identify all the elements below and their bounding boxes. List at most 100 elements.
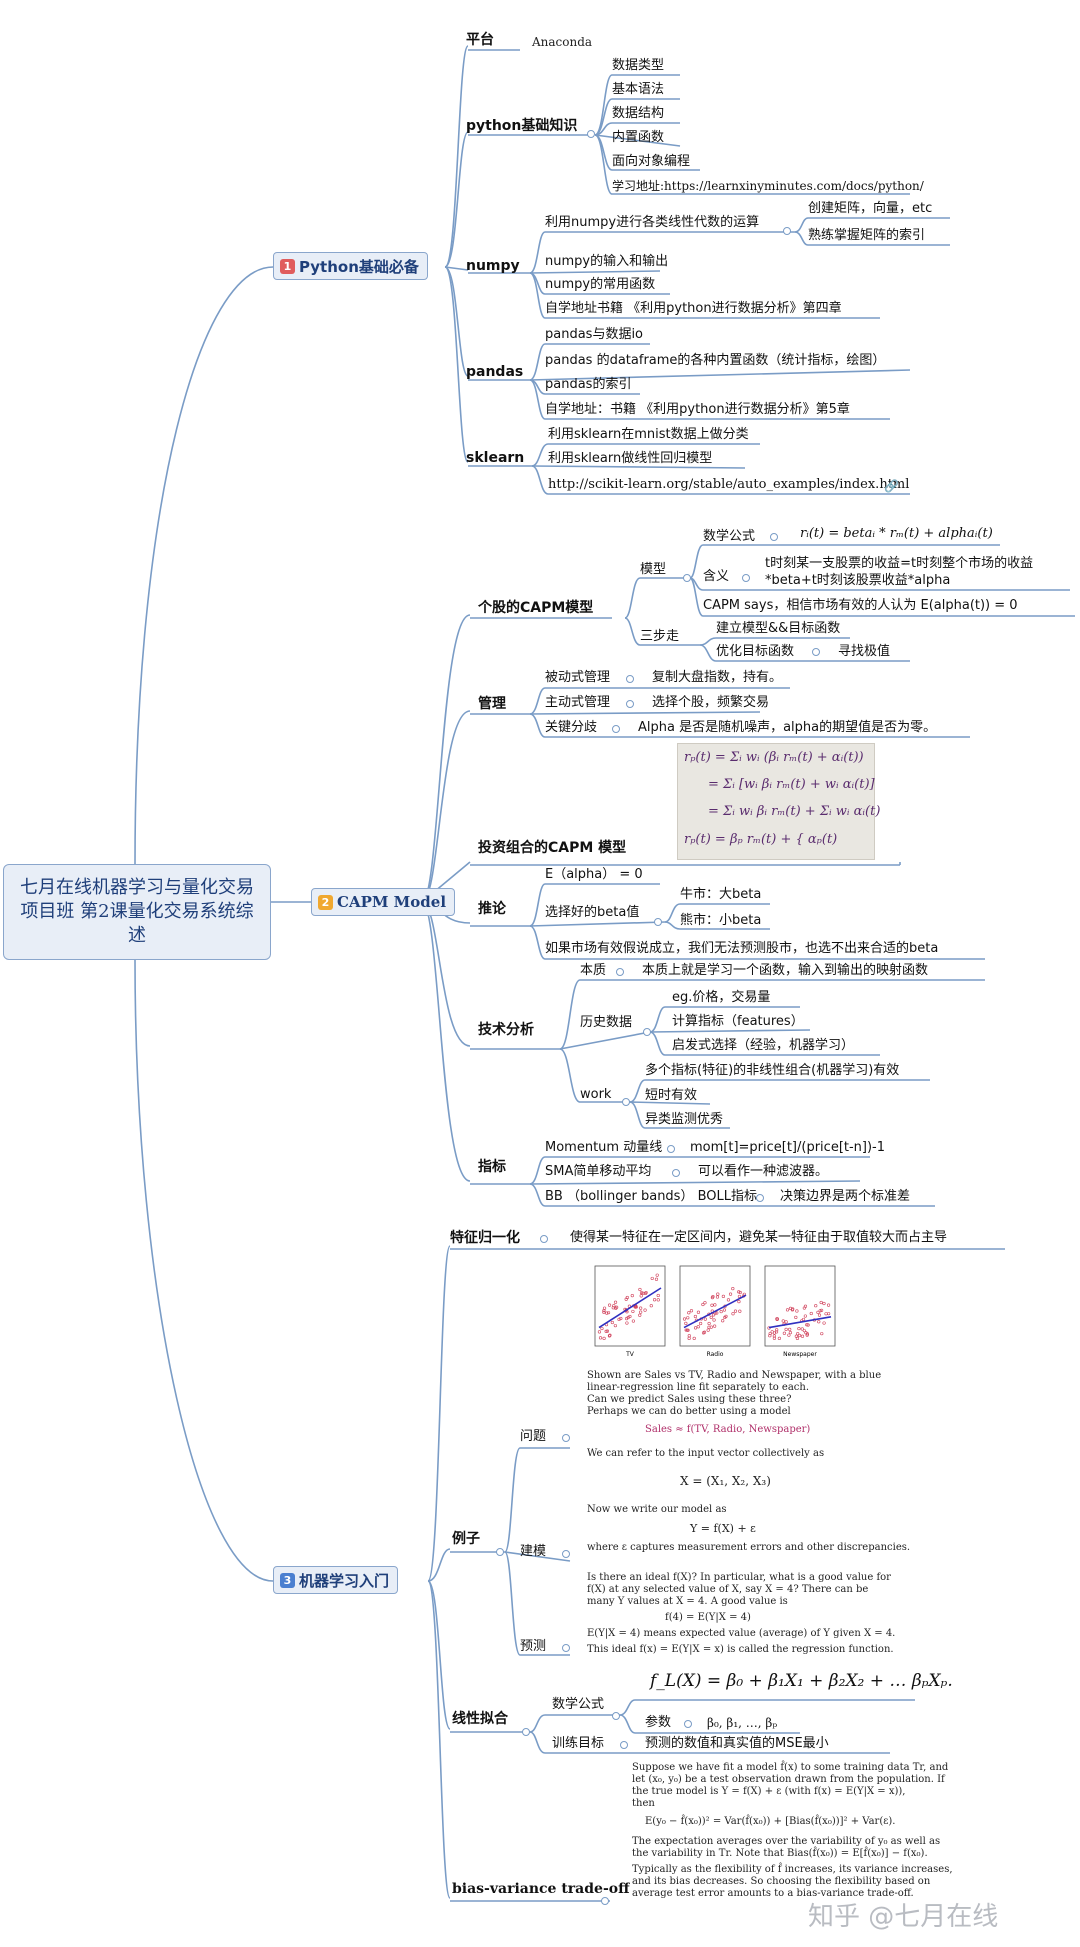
bear-market: 熊市：小beta (680, 913, 762, 928)
node-anaconda: Anaconda (532, 35, 593, 49)
scatter-point (788, 1330, 792, 1335)
scatter-point (693, 1326, 698, 1330)
node-pandas: pandas (466, 364, 524, 380)
scatter-point (826, 1303, 831, 1307)
collapse-dot (540, 1235, 548, 1243)
essence-value: 本质上就是学习一个函数，输入到输出的映射函数 (642, 963, 929, 978)
scatter-point (639, 1306, 643, 1310)
bv-line: and its bias decreases. So choosing the … (632, 1876, 931, 1887)
scatter-point (650, 1276, 654, 1281)
collapse-dot (684, 1720, 692, 1728)
basics-item-link[interactable]: 学习地址:https://learnxinyminutes.com/docs/p… (612, 179, 924, 193)
scatter-point (800, 1334, 805, 1338)
scatter-point (804, 1331, 808, 1335)
topic-python-basics: 1 Python基础必备 (273, 252, 428, 280)
scatter-point (703, 1301, 707, 1305)
collapse-dot (643, 1028, 651, 1036)
scatter-point (713, 1324, 717, 1328)
model-line: X = (X₁, X₂, X₃) (680, 1474, 771, 1488)
numpy-item: 自学地址书籍 《利用python进行数据分析》第四章 (545, 301, 842, 316)
topic-ml-intro: 3 机器学习入门 (273, 1566, 399, 1594)
scatter-point (827, 1312, 831, 1316)
number-badge-1: 1 (280, 258, 295, 274)
regression-line (598, 1287, 662, 1329)
topic-capm-model: 2 CAPM Model (311, 888, 456, 916)
bull-market: 牛市：大beta (680, 887, 762, 902)
collapse-dot (616, 968, 624, 976)
collapse-dot (522, 1728, 530, 1736)
node-bias-variance: bias-variance trade-off (452, 1881, 630, 1897)
scatter-point (613, 1300, 618, 1304)
scatter-point (787, 1333, 791, 1337)
node-technical-analysis: 技术分析 (478, 1022, 534, 1038)
collapse-dot (626, 700, 634, 708)
scatter-point (612, 1304, 616, 1308)
example-question: 问题 (520, 1429, 547, 1444)
handwriting-line: rₚ(t) = Σᵢ wᵢ (βᵢ rₘ(t) + αᵢ(t)) (684, 750, 864, 765)
node-indicator: 指标 (478, 1159, 506, 1175)
pandas-item: pandas 的dataframe的各种内置函数（统计指标，绘图） (545, 353, 886, 368)
scatter-point (638, 1313, 642, 1317)
sklearn-item-link[interactable]: http://scikit-learn.org/stable/auto_exam… (548, 477, 910, 492)
example-predict: 预测 (520, 1639, 547, 1654)
collapse-dot (620, 1741, 628, 1749)
scatter-panel-frame (679, 1265, 751, 1347)
scatter-point (611, 1306, 615, 1310)
topic-label: Python基础必备 (299, 257, 419, 276)
scatter-point (692, 1336, 696, 1340)
node-numpy: numpy (466, 258, 520, 274)
scatter-point (782, 1331, 786, 1335)
scatter-point (816, 1310, 820, 1314)
axis-label: TV (625, 1351, 635, 1358)
scatter-point (712, 1318, 716, 1322)
scatter-point (709, 1325, 713, 1329)
scatter-point (656, 1298, 660, 1302)
scatter-point (715, 1311, 719, 1315)
collapse-dot (562, 1644, 570, 1652)
scatter-point (696, 1325, 700, 1329)
scatter-point (820, 1332, 824, 1336)
basics-item: 数据结构 (612, 106, 665, 121)
scatter-point (797, 1326, 801, 1331)
step-item: 建立模型&&目标函数 (716, 621, 841, 636)
handwriting-line: = Σᵢ wᵢ βᵢ rₘ(t) + Σᵢ wᵢ αᵢ(t) (708, 804, 881, 819)
regression-line (683, 1294, 747, 1329)
indicator-value: mom[t]=price[t]/(price[t-n])-1 (690, 1140, 886, 1155)
scatter-point (795, 1309, 799, 1313)
scatter-point (794, 1315, 798, 1320)
scatter-panel-frame (764, 1265, 836, 1347)
scatter-point (822, 1321, 826, 1325)
scatter-point (625, 1321, 629, 1325)
numpy-calc-item: 熟练掌握矩阵的索引 (808, 228, 926, 243)
scatter-point (706, 1328, 710, 1332)
sklearn-item: 利用sklearn在mnist数据上做分类 (548, 427, 749, 442)
scatter-point (822, 1301, 826, 1306)
caption-line: linear-regression line fit separately to… (587, 1382, 810, 1393)
feature-norm-desc: 使得某一特征在一定区间内，避免某一特征由于取值较大而占主导 (570, 1230, 948, 1245)
scatter-point (638, 1287, 642, 1292)
scatter-point (738, 1309, 742, 1313)
pandas-item: pandas的索引 (545, 377, 632, 392)
collapse-dot (812, 648, 820, 656)
scatter-point (687, 1311, 691, 1315)
manage-key: 被动式管理 (545, 670, 611, 685)
axis-label: Radio (707, 1351, 724, 1358)
scatter-point (774, 1330, 779, 1334)
scatter-point (597, 1330, 602, 1334)
scatter-point (726, 1298, 731, 1302)
scatter-point (656, 1293, 660, 1298)
scatter-point (598, 1336, 603, 1340)
scatter-point (619, 1316, 623, 1321)
scatter-point (713, 1303, 717, 1307)
manage-value: 复制大盘指数，持有。 (652, 670, 783, 685)
scatter-point (643, 1308, 647, 1312)
bias-variance-text: Suppose we have fit a model f̂(x) to som… (630, 1762, 953, 1912)
collapse-dot (587, 130, 595, 138)
manage-key: 主动式管理 (545, 695, 611, 710)
scatter-point (795, 1336, 800, 1340)
link-icon[interactable]: 🔗 (884, 479, 899, 493)
caption-line: Can we predict Sales using these three? (587, 1394, 792, 1405)
scatter-point (785, 1308, 790, 1312)
collapse-dot (562, 1434, 570, 1442)
scatter-point (719, 1309, 723, 1314)
